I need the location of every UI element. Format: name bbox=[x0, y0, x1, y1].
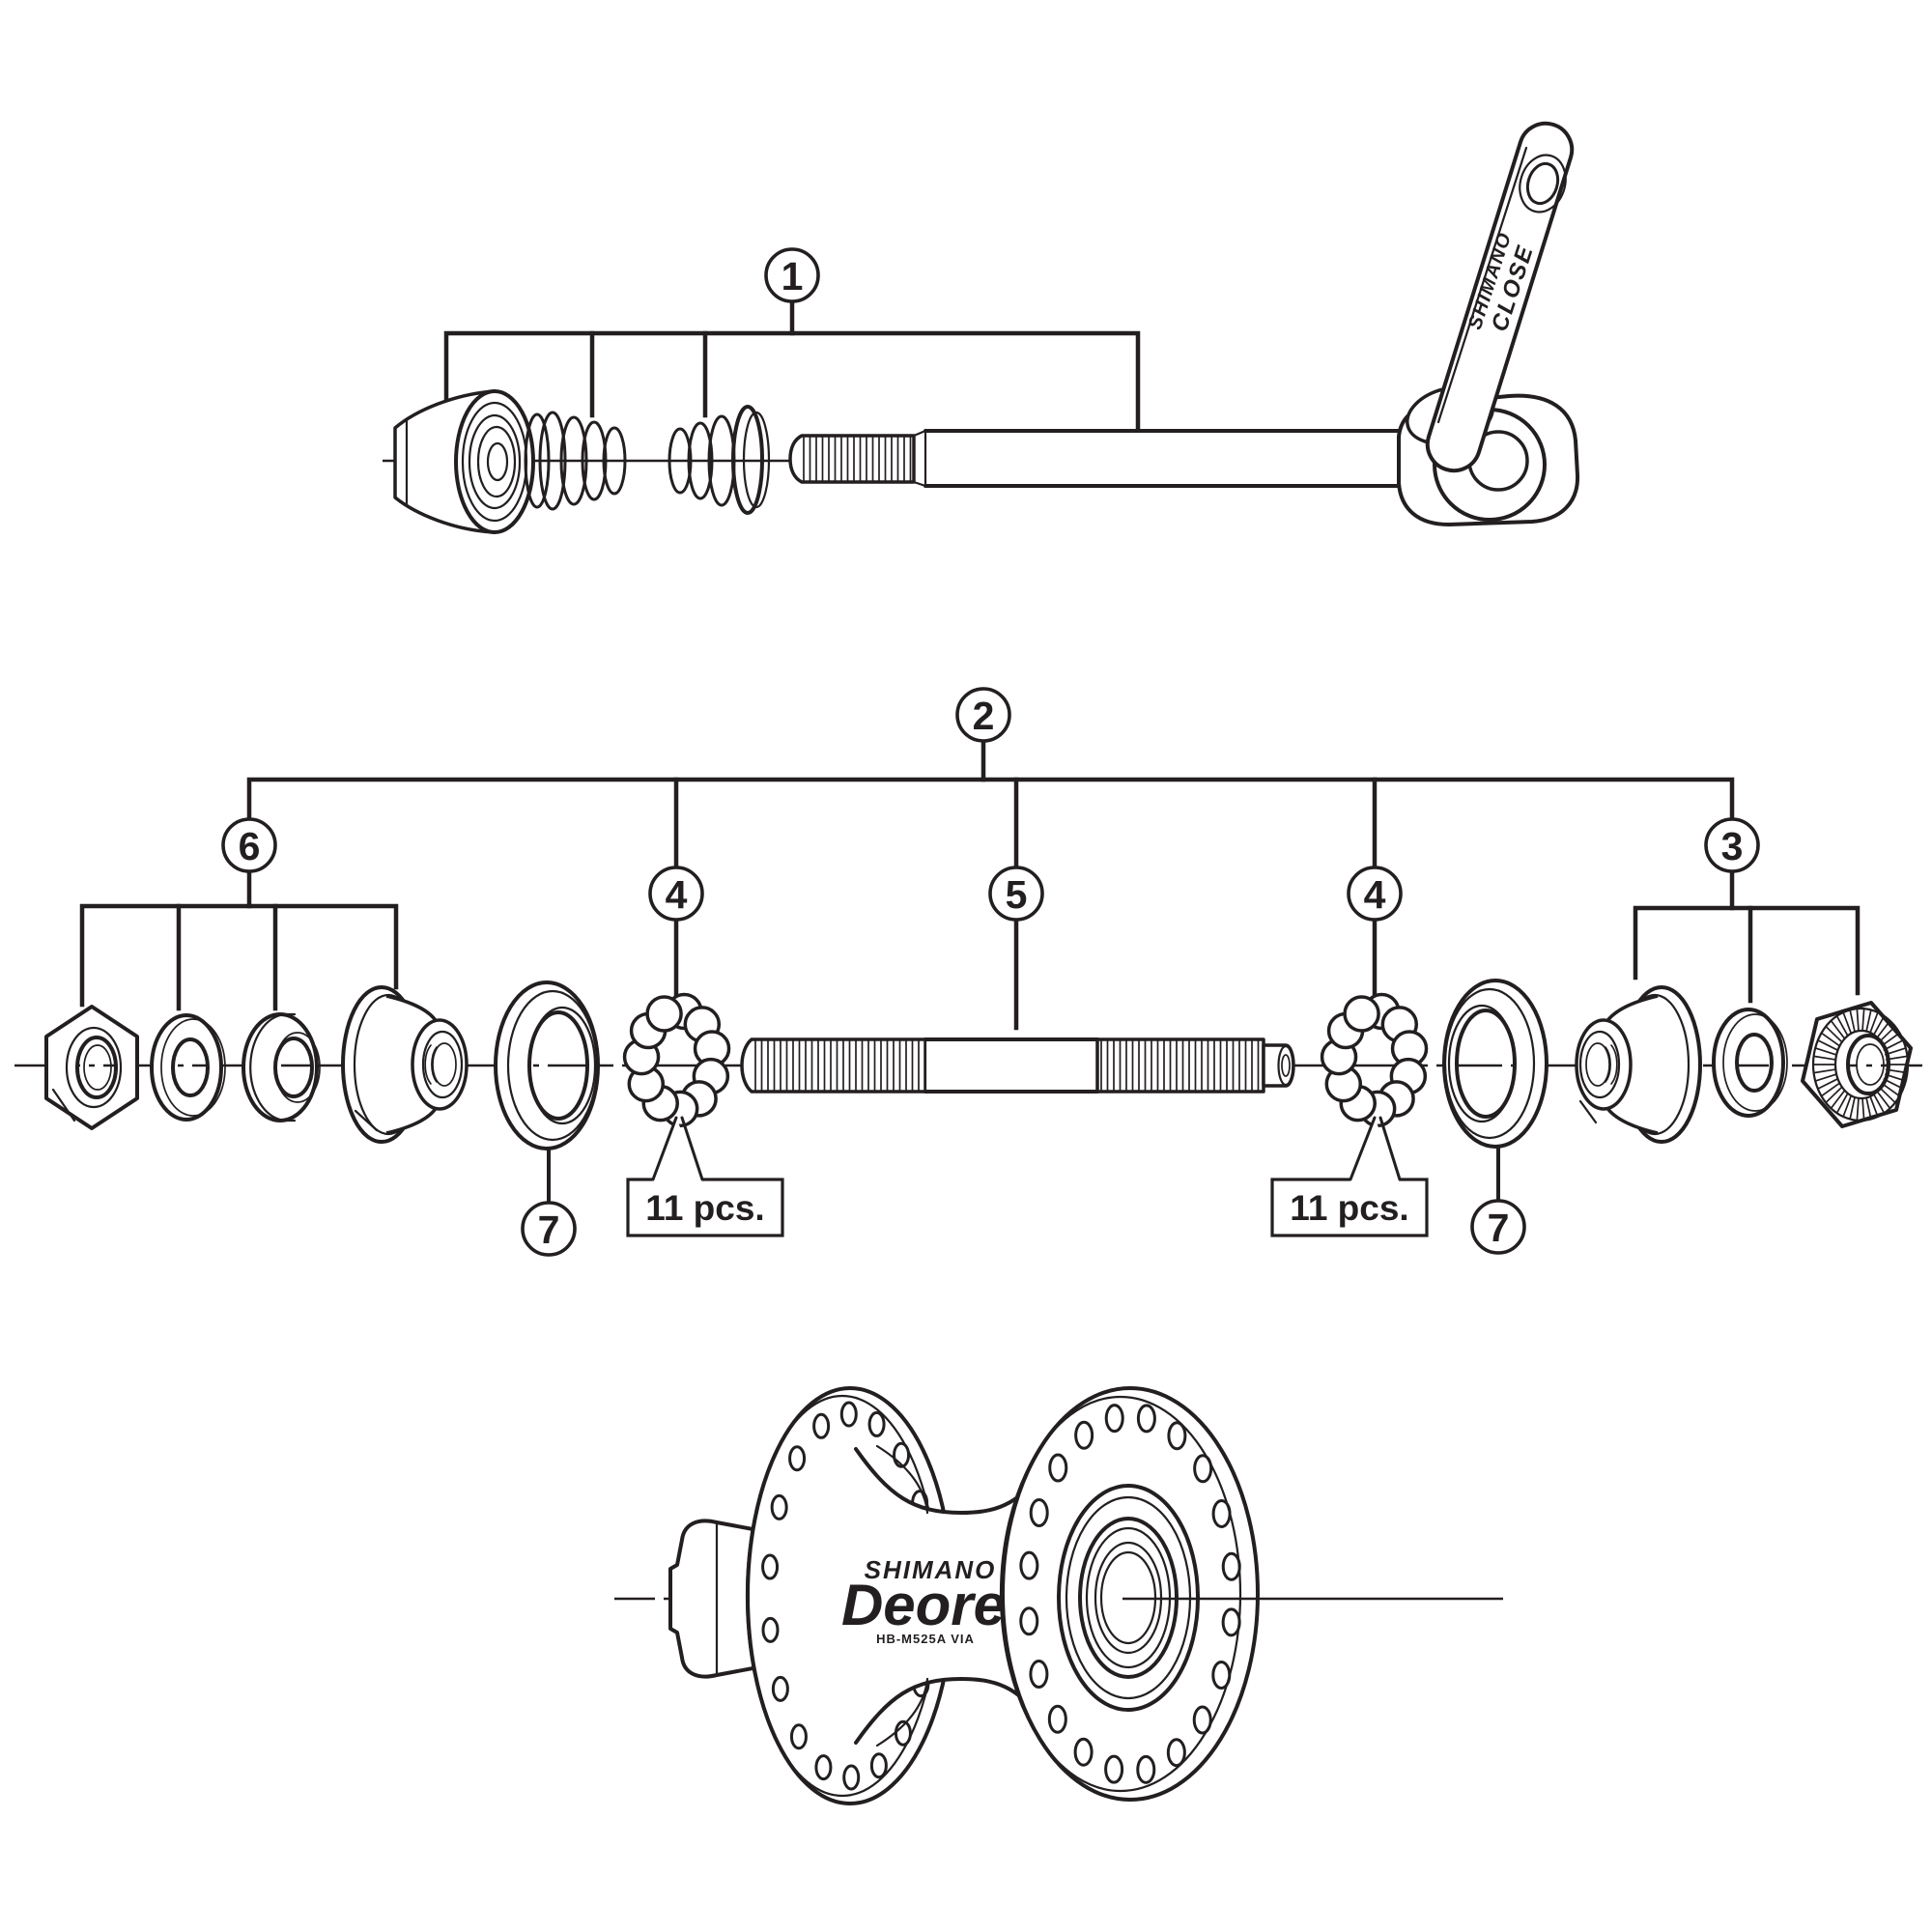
callout-4-left-label: 4 bbox=[666, 872, 688, 917]
callout-7-left: 7 bbox=[521, 1201, 577, 1257]
axle-assembly: 11 pcs. 11 pcs. 2 6 4 5 4 bbox=[14, 687, 1922, 1257]
qr-lever-hole-rim bbox=[1519, 154, 1567, 213]
dust-cap-left bbox=[494, 980, 600, 1151]
cone-left bbox=[341, 985, 469, 1144]
right-flange-spoke-holes bbox=[1019, 1404, 1241, 1784]
bearing-qty-callout-left: 11 pcs. bbox=[626, 1116, 784, 1237]
ball-retainer-left bbox=[622, 992, 731, 1128]
callout-4-left: 4 bbox=[648, 866, 704, 922]
hub-shell: SHIMANO Deore HB-M525A VIA bbox=[614, 1386, 1503, 1805]
callout-1: 1 bbox=[764, 247, 820, 303]
hub-logo-series: Deore bbox=[841, 1573, 1006, 1637]
dust-cap-right bbox=[1442, 979, 1548, 1149]
qr-skewer-threads bbox=[803, 436, 912, 482]
hex-lock-nut bbox=[44, 1005, 139, 1130]
spacer-washer bbox=[242, 1012, 321, 1122]
flat-washer-left bbox=[150, 1013, 226, 1122]
lock-nut-serrations bbox=[1812, 1008, 1909, 1122]
callout-5: 5 bbox=[988, 866, 1044, 922]
callout-6-bracket bbox=[79, 903, 399, 1008]
callout-4-right: 4 bbox=[1347, 866, 1403, 922]
qr-spring-left bbox=[524, 411, 627, 511]
qr-spring-right bbox=[668, 405, 771, 515]
callout-7-right: 7 bbox=[1470, 1199, 1526, 1255]
serrated-lock-nut bbox=[1801, 1001, 1913, 1128]
bearing-qty-left-label: 11 pcs. bbox=[645, 1188, 764, 1228]
callout-2: 2 bbox=[955, 687, 1011, 743]
callout-6-label: 6 bbox=[239, 824, 261, 868]
hub-logo-brand: SHIMANO bbox=[865, 1555, 997, 1584]
bearing-qty-right-label: 11 pcs. bbox=[1290, 1188, 1408, 1228]
qr-skewer-shaft bbox=[912, 429, 1412, 488]
cone-right bbox=[1575, 985, 1702, 1144]
callout-6: 6 bbox=[221, 817, 277, 873]
callout-2-bracket bbox=[246, 777, 1735, 822]
hub-axle-stub bbox=[668, 1519, 764, 1679]
qr-adjusting-nut bbox=[393, 389, 535, 534]
axle-threads-right bbox=[1100, 1039, 1260, 1092]
bearing-qty-callout-right: 11 pcs. bbox=[1270, 1116, 1429, 1237]
axle bbox=[740, 1037, 1295, 1094]
flat-washer-right bbox=[1712, 1008, 1788, 1118]
qr-lever-hole bbox=[1525, 161, 1560, 206]
qr-skewer-threaded-section bbox=[788, 434, 916, 484]
hub-logo-model: HB-M525A VIA bbox=[876, 1632, 975, 1646]
hub-logo: SHIMANO Deore HB-M525A VIA bbox=[841, 1555, 1006, 1646]
hub-right-flange bbox=[999, 1386, 1260, 1802]
callout-1-label: 1 bbox=[781, 254, 804, 298]
callout-7-left-label: 7 bbox=[538, 1208, 560, 1252]
callout-5-label: 5 bbox=[1006, 872, 1028, 917]
axle-threads-left bbox=[754, 1039, 920, 1092]
callout-3-bracket bbox=[1633, 905, 1861, 996]
callout-2-label: 2 bbox=[973, 694, 995, 738]
callout-4-right-label: 4 bbox=[1364, 872, 1386, 917]
ball-retainer-right bbox=[1320, 992, 1429, 1128]
callout-3-label: 3 bbox=[1721, 824, 1744, 868]
callout-3: 3 bbox=[1704, 817, 1760, 873]
quick-release-assembly: SHIMANO CLOSE 1 bbox=[383, 121, 1580, 534]
callout-7-right-label: 7 bbox=[1488, 1206, 1510, 1250]
